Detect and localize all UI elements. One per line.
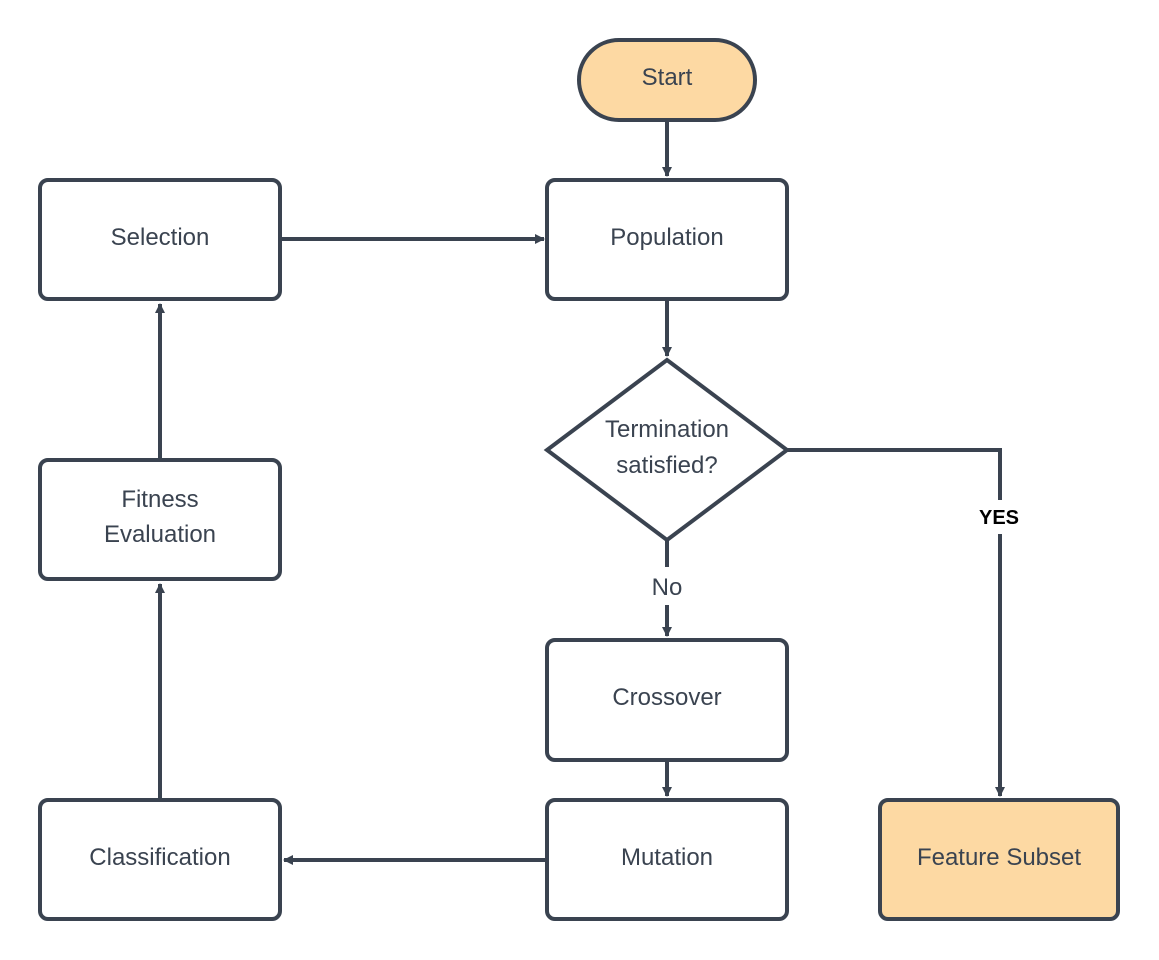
node-crossover-label: Crossover [612,684,721,711]
node-mutation-label: Mutation [621,844,713,871]
node-selection: Selection [38,178,282,301]
svg-text:Termination: Termination [605,416,729,443]
node-classification: Classification [38,798,282,921]
node-classification-label: Classification [89,844,230,871]
node-start-label: Start [642,64,693,91]
fitness-label-line-2: Evaluation [104,521,216,548]
edge-decision-to-feature-subset [787,448,1002,500]
node-selection-label: Selection [111,224,210,251]
node-population-label: Population [610,224,723,251]
edge-label-no: No [652,574,683,601]
node-fitness-evaluation: Fitness Evaluation [38,458,282,581]
node-termination-decision: Termination satisfied? [543,357,791,543]
node-start: Start [577,38,757,122]
svg-text:Fitness: Fitness [121,486,198,513]
svg-text:satisfied?: satisfied? [616,452,717,479]
svg-text:Evaluation: Evaluation [104,521,216,548]
node-feature-subset-label: Feature Subset [917,844,1081,871]
edge-label-yes: YES [979,507,1019,529]
edges [155,120,1005,865]
fitness-label-line-1: Fitness [121,486,198,513]
decision-label-line-2: satisfied? [616,452,717,479]
node-population: Population [545,178,789,301]
node-mutation: Mutation [545,798,789,921]
node-crossover: Crossover [545,638,789,762]
decision-label-line-1: Termination [605,416,729,443]
node-feature-subset: Feature Subset [878,798,1120,921]
